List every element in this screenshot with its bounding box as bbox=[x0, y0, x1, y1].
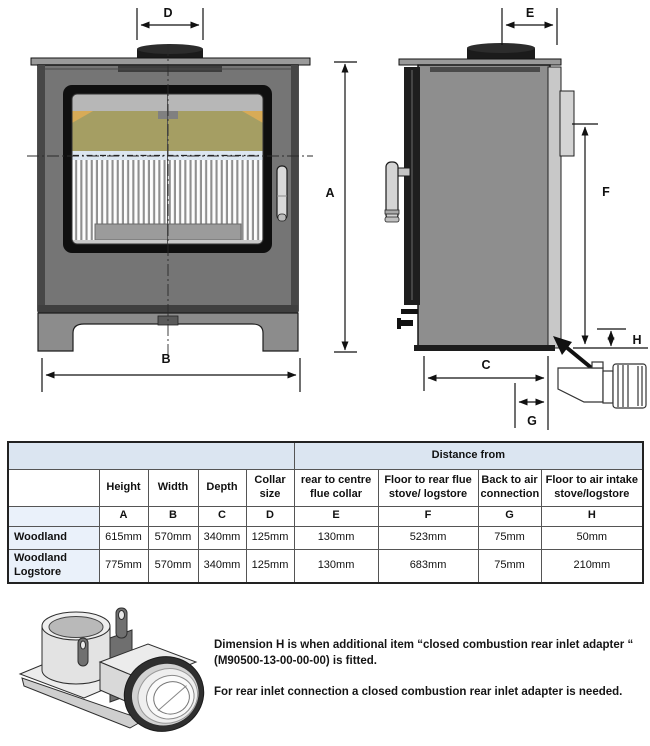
dimension-C: C bbox=[423, 356, 549, 430]
dim-label-G: G bbox=[527, 414, 537, 428]
door-handle-side bbox=[384, 161, 411, 223]
dimension-A: A bbox=[325, 61, 357, 353]
woodland-width: 570mm bbox=[147, 525, 199, 550]
logstore-height: 775mm bbox=[98, 548, 149, 584]
col-header-width: Width bbox=[147, 468, 199, 507]
letter-E: E bbox=[293, 505, 379, 527]
rear-flue-box bbox=[559, 90, 575, 157]
col-header-back-to-air: Back to air connection bbox=[477, 468, 542, 507]
row-label-woodland: Woodland bbox=[7, 525, 100, 550]
letter-G: G bbox=[477, 505, 542, 527]
row-label-woodland-logstore: Woodland Logstore bbox=[7, 548, 100, 584]
stove-front-view bbox=[27, 44, 313, 358]
woodland-e: 130mm bbox=[293, 525, 379, 550]
note-rear-inlet: For rear inlet connection a closed combu… bbox=[214, 685, 623, 698]
table-row-woodland: Woodland 615mm 570mm 340mm 125mm 130mm 5… bbox=[7, 525, 644, 550]
col-header-height: Height bbox=[98, 468, 149, 507]
letter-D: D bbox=[245, 505, 295, 527]
dimension-G: G bbox=[514, 383, 545, 428]
logstore-f: 683mm bbox=[377, 548, 479, 584]
dimension-E: E bbox=[501, 6, 558, 45]
notes-block: Dimension H is when additional item “clo… bbox=[214, 637, 650, 714]
distance-from-header: Distance from bbox=[293, 441, 644, 470]
top-plate-side bbox=[398, 58, 562, 66]
dimension-H: H bbox=[573, 328, 648, 349]
woodland-collar: 125mm bbox=[245, 525, 295, 550]
door-handle-front bbox=[276, 165, 288, 222]
rear-inlet-pointer-arrow bbox=[553, 336, 596, 372]
dim-label-B: B bbox=[161, 352, 170, 366]
stove-body-side bbox=[417, 64, 551, 349]
stove-side-view bbox=[384, 43, 575, 351]
stove-dimension-diagram: D A B E F H C G bbox=[27, 6, 648, 430]
logstore-width: 570mm bbox=[147, 548, 199, 584]
firebox-window bbox=[72, 94, 263, 244]
woodland-h: 50mm bbox=[540, 525, 644, 550]
col-header-rear-to-centre-flue: rear to centre flue collar bbox=[293, 468, 379, 507]
logstore-depth: 340mm bbox=[197, 548, 247, 584]
dim-label-D: D bbox=[163, 6, 172, 20]
letter-B: B bbox=[147, 505, 199, 527]
letter-H: H bbox=[540, 505, 644, 527]
stove-base-front bbox=[37, 312, 299, 352]
letter-C: C bbox=[197, 505, 247, 527]
col-header-depth: Depth bbox=[197, 468, 247, 507]
rear-inlet-adapter-3d bbox=[18, 607, 205, 732]
blank-header-cell bbox=[7, 468, 100, 507]
woodland-g: 75mm bbox=[477, 525, 542, 550]
dim-label-H: H bbox=[632, 333, 641, 347]
blank-letter-cell bbox=[7, 505, 100, 527]
logstore-collar: 125mm bbox=[245, 548, 295, 584]
col-header-floor-to-air-intake: Floor to air intake stove/logstore bbox=[540, 468, 644, 507]
logstore-g: 75mm bbox=[477, 548, 542, 584]
dimension-D: D bbox=[136, 6, 204, 40]
dim-label-C: C bbox=[481, 358, 490, 372]
letter-A: A bbox=[98, 505, 149, 527]
col-header-collar-size: Collar size bbox=[245, 468, 295, 507]
top-plate-front bbox=[30, 57, 311, 66]
adapter-spigot-ring bbox=[123, 656, 205, 732]
logstore-h: 210mm bbox=[540, 548, 644, 584]
rear-inlet-adapter-sketch bbox=[557, 361, 647, 409]
col-header-floor-to-rear-flue: Floor to rear flue stove/ logstore bbox=[377, 468, 479, 507]
dim-label-E: E bbox=[526, 6, 534, 20]
woodland-height: 615mm bbox=[98, 525, 149, 550]
table-row-woodland-logstore: Woodland Logstore 775mm 570mm 340mm 125m… bbox=[7, 548, 644, 584]
dim-label-F: F bbox=[602, 185, 610, 199]
letter-F: F bbox=[377, 505, 479, 527]
table-corner-cell bbox=[7, 441, 295, 470]
note-dimension-h: Dimension H is when additional item “clo… bbox=[214, 639, 634, 668]
logstore-e: 130mm bbox=[293, 548, 379, 584]
rear-heat-shield bbox=[547, 66, 562, 349]
dim-label-A: A bbox=[325, 186, 334, 200]
dimension-F: F bbox=[572, 123, 610, 345]
woodland-depth: 340mm bbox=[197, 525, 247, 550]
woodland-f: 523mm bbox=[377, 525, 479, 550]
dimensions-table: Distance from Height Width Depth Collar … bbox=[7, 441, 645, 584]
dimension-B: B bbox=[41, 352, 301, 392]
